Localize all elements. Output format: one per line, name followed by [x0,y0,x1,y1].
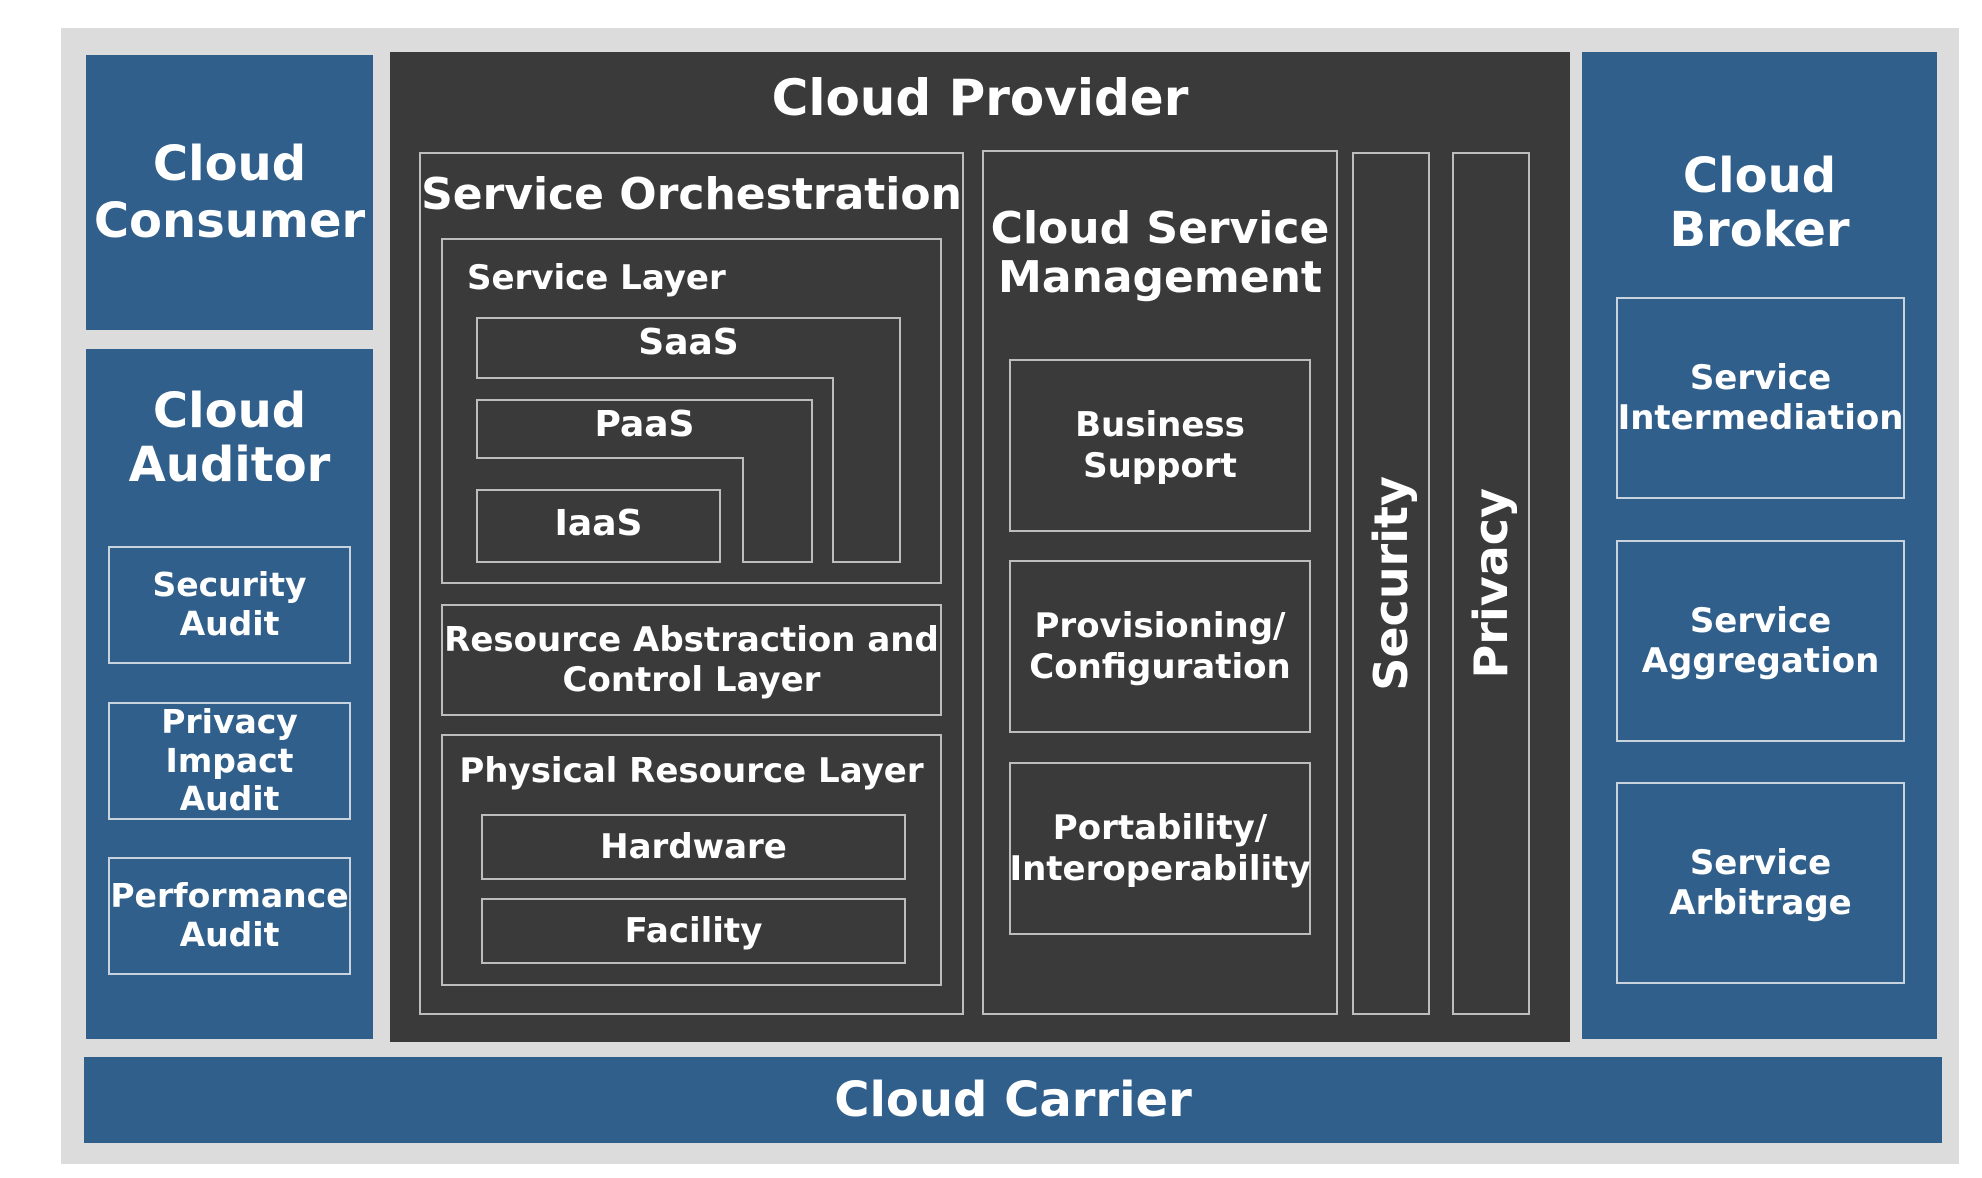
service-layer-stack [476,317,901,563]
cloud-auditor-box: Cloud Auditor Security Audit Privacy Imp… [86,349,373,1039]
cloud-consumer-title-line2: Consumer [93,192,366,249]
service-intermediation-line2: Intermediation [1617,398,1904,438]
privacy-impact-audit-line2: Impact Audit [165,740,294,819]
business-support-line1: Business [1075,405,1245,446]
service-arbitrage-box: Service Arbitrage [1616,782,1905,984]
service-aggregation-line1: Service [1689,600,1832,641]
service-layer-box: Service Layer SaaS PaaS IaaS [441,238,942,584]
saas-shape [476,317,901,563]
iaas-shape [476,489,721,563]
facility-box: Facility [481,898,906,964]
privacy-column: Privacy [1452,152,1530,1015]
cloud-broker-box: Cloud Broker Service Intermediation Serv… [1582,52,1937,1039]
cloud-service-management-title-line1: Cloud Service [990,203,1330,254]
physical-resource-layer-box: Physical Resource Layer Hardware Facilit… [441,734,942,986]
cloud-provider-title: Cloud Provider [771,69,1189,127]
cloud-carrier-title: Cloud Carrier [834,1071,1192,1128]
physical-resource-layer-title: Physical Resource Layer [459,751,924,791]
saas-label: SaaS [638,322,739,363]
business-support-box: Business Support [1009,359,1311,532]
business-support-line2: Support [1083,445,1237,486]
portability-interoperability-line2: Interoperability [1009,848,1311,889]
service-intermediation-line1: Service [1689,357,1832,398]
cloud-auditor-title-line1: Cloud [152,383,307,439]
service-aggregation-line2: Aggregation [1641,641,1880,681]
service-intermediation-box: Service Intermediation [1616,297,1905,499]
iaas-label: IaaS [554,503,643,544]
performance-audit-box: Performance Audit [108,857,351,975]
provisioning-configuration-line2: Configuration [1029,646,1291,687]
performance-audit-line1: Performance [110,876,349,916]
security-audit-box: Security Audit [108,546,351,664]
cloud-consumer-title-line1: Cloud [152,135,307,192]
cloud-service-management-title: Cloud Service Management [984,204,1336,303]
resource-abstraction-line2: Control Layer [562,660,821,700]
service-orchestration-title: Service Orchestration [421,169,962,220]
provisioning-configuration-line1: Provisioning/ [1034,606,1286,647]
cloud-auditor-title: Cloud Auditor [86,383,373,493]
service-arbitrage-line2: Arbitrage [1669,883,1852,923]
privacy-impact-audit-line1: Privacy [161,701,298,741]
cloud-provider-box: Cloud Provider Service Orchestration Ser… [390,52,1570,1042]
security-audit-line2: Audit [179,604,280,643]
cloud-consumer-box: Cloud Consumer [86,55,373,330]
portability-interoperability-box: Portability/ Interoperability [1009,762,1311,935]
paas-label: PaaS [594,404,695,445]
paas-shape [476,399,813,563]
service-arbitrage-line1: Service [1689,842,1832,883]
provisioning-configuration-box: Provisioning/ Configuration [1009,560,1311,733]
portability-interoperability-line1: Portability/ [1052,808,1268,849]
resource-abstraction-box: Resource Abstraction and Control Layer [441,604,942,716]
cloud-service-management-box: Cloud Service Management Business Suppor… [982,150,1338,1015]
service-aggregation-box: Service Aggregation [1616,540,1905,742]
cloud-carrier-bar: Cloud Carrier [84,1057,1942,1143]
service-layer-title: Service Layer [467,258,726,298]
cloud-broker-title-line2: Broker [1669,201,1850,258]
privacy-impact-audit-box: Privacy Impact Audit [108,702,351,820]
security-audit-line1: Security [152,565,307,605]
performance-audit-line2: Audit [179,915,280,954]
resource-abstraction-line1: Resource Abstraction and [444,619,939,660]
cloud-broker-title-line1: Cloud [1682,148,1837,204]
privacy-label: Privacy [1464,488,1518,679]
hardware-box: Hardware [481,814,906,880]
service-orchestration-box: Service Orchestration Service Layer SaaS… [419,152,964,1015]
cloud-service-management-title-line2: Management [998,252,1322,304]
cloud-auditor-title-line2: Auditor [128,436,331,493]
cloud-broker-title: Cloud Broker [1582,148,1937,258]
security-column: Security [1352,152,1430,1015]
security-label: Security [1364,476,1418,691]
